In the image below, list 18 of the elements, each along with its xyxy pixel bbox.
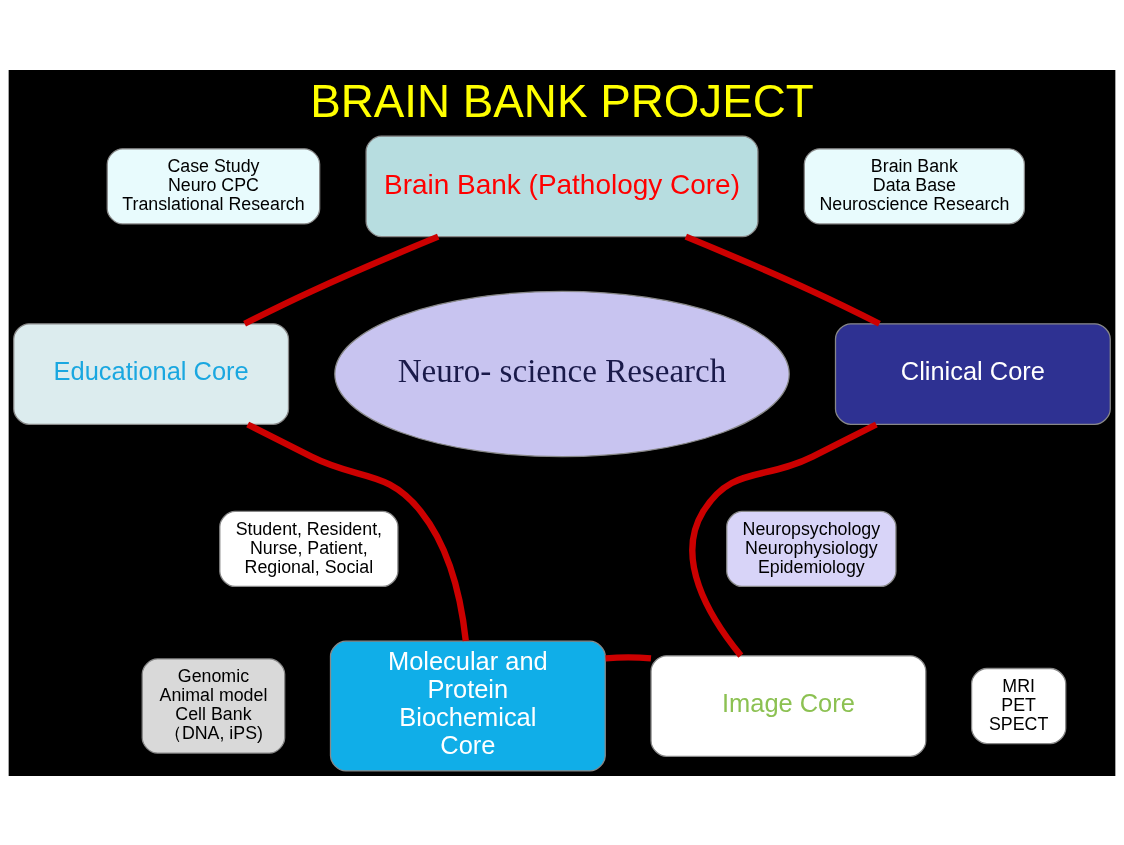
connector bbox=[689, 421, 878, 658]
node-box: Image Core bbox=[650, 654, 927, 757]
node-box: Molecular and Protein Biochemical Core bbox=[329, 640, 606, 772]
node-box: Clinical Core bbox=[834, 322, 1111, 425]
node-box: Genomic Animal model Cell Bank （DNA, iPS) bbox=[141, 657, 286, 754]
node-box: MRI PET SPECT bbox=[970, 667, 1067, 744]
connector bbox=[246, 421, 469, 641]
node-box: Brain Bank Data Base Neuroscience Research bbox=[803, 147, 1026, 225]
node-box: Brain Bank (Pathology Core) bbox=[365, 135, 759, 237]
node-box: Student, Resident, Nurse, Patient, Regional, Social bbox=[219, 510, 399, 587]
diagram-title: BRAIN BANK PROJECT bbox=[310, 75, 814, 127]
node-box: Neuropsychology Neurophysiology Epidemiology bbox=[726, 510, 897, 587]
node-box: Educational Core bbox=[13, 322, 290, 425]
connector bbox=[684, 233, 881, 327]
node-ellipse: Neuro- science Research bbox=[334, 290, 790, 457]
connector bbox=[243, 233, 440, 327]
node-box: Case Study Neuro CPC Translational Research bbox=[106, 147, 321, 225]
connector bbox=[605, 653, 652, 662]
